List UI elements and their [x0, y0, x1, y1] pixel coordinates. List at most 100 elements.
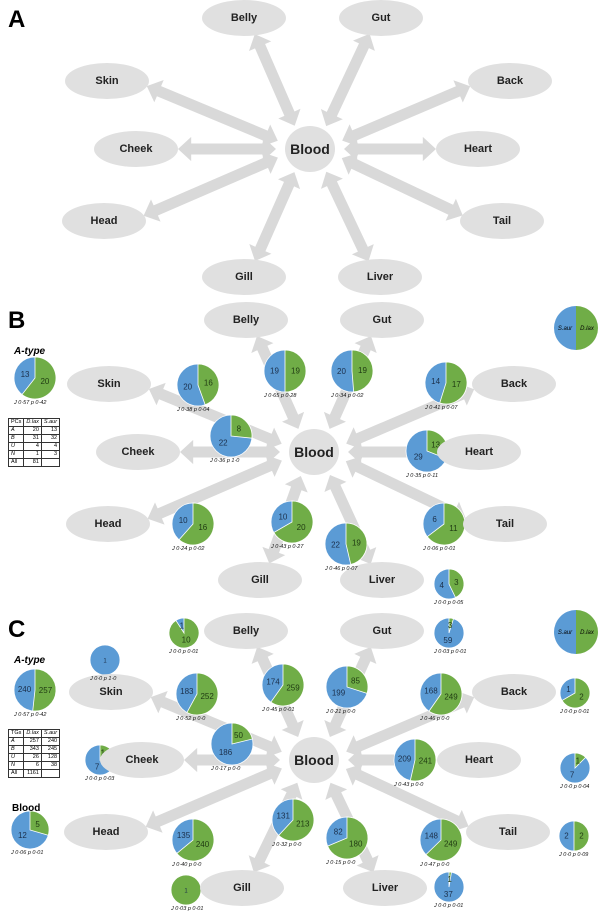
flow-arrow — [145, 762, 282, 833]
pie-stat: J 0·0 p 1·0 — [90, 676, 117, 682]
flow-arrow — [341, 152, 463, 221]
pie-stat: J 0·03 p 0·01 — [434, 649, 467, 655]
pie-slice-green — [425, 818, 463, 862]
pie-label-blue: 199 — [332, 689, 346, 698]
pie-slice-green — [351, 349, 374, 393]
pie-label-blue: 168 — [424, 686, 438, 695]
pie-c-outer-liver: 137 — [433, 871, 465, 903]
panel-label-a: A — [8, 6, 26, 33]
pie-label-green: 17 — [452, 380, 461, 389]
pie-label-green: 19 — [352, 538, 361, 547]
table-cell: 6 — [23, 761, 42, 770]
pie-label-green: 5 — [35, 820, 40, 829]
blood-title-c: Blood — [12, 803, 41, 814]
pie-b-cheek: 822 — [209, 414, 253, 458]
table-cell: N — [7, 761, 25, 770]
table-row: N 6 38 — [7, 761, 61, 770]
pie-stat: J 0·0 p 0·01 — [169, 649, 199, 655]
table-cell — [40, 769, 61, 778]
pie-label-green: 241 — [419, 757, 433, 766]
table-cell: 343 — [23, 745, 42, 754]
pie-label-blue: 19 — [270, 367, 279, 376]
pie-label-blue: 1 — [566, 685, 571, 694]
flow-arrow — [320, 33, 375, 127]
pie-slice-green — [230, 414, 253, 439]
flow-arrow — [249, 34, 301, 126]
pie-stat: J 0·43 p 0·27 — [271, 544, 304, 550]
pie-label-blue: 7 — [570, 770, 575, 779]
pie-label-blue: 20 — [337, 367, 346, 376]
pie-label-green: 11 — [449, 524, 458, 533]
atype-title-c: A-type — [14, 655, 46, 666]
pie-stat: J 0·47 p 0·0 — [420, 862, 450, 868]
pie-stat: J 0·57 p 0·42 — [14, 712, 47, 718]
table-cell: 31 — [23, 434, 42, 443]
table-cell: 32 — [40, 434, 61, 443]
table-header-cell: D.lax — [23, 418, 42, 427]
flow-arrow — [321, 171, 374, 262]
pie-slice-green — [29, 810, 50, 836]
pie-label-blue: 29 — [414, 452, 423, 461]
legend-label-dlax: D.lax — [580, 326, 595, 332]
pie-stat: J 0·65 p 0·28 — [264, 393, 297, 399]
pie-label-blue: 10 — [179, 516, 188, 525]
pie-stat: J 0·41 p 0·07 — [425, 405, 458, 411]
pie-slice-green — [448, 871, 452, 888]
flow-arrow — [342, 80, 471, 147]
table-cell: 13 — [40, 426, 61, 435]
table-row: B 343 245 — [7, 745, 61, 754]
pie-stat: J 0·35 p 0·11 — [406, 473, 439, 479]
flow-arrow — [249, 172, 301, 261]
pie-label-blue: 174 — [266, 677, 280, 686]
legend-slice-blue — [554, 306, 576, 350]
flow-arrow — [146, 80, 278, 147]
node-tail-a: Tail — [460, 203, 544, 239]
table-cell: B — [7, 745, 25, 754]
table-cell — [40, 458, 61, 467]
table-header-row: PCs D.lax S.aur — [7, 418, 61, 427]
node-belly-b: Belly — [204, 302, 288, 338]
table-cell: 1 — [23, 450, 42, 459]
pie-label-green: 20 — [40, 377, 49, 386]
flow-arrow — [147, 454, 282, 525]
node-tail-c: Tail — [466, 814, 550, 850]
table-row: N 1 3 — [7, 450, 61, 459]
pie-label-blue: 22 — [331, 541, 340, 550]
table-cell: A — [7, 737, 25, 746]
panel-label-b: B — [8, 307, 26, 334]
pie-stat: J 0·21 p 0·0 — [326, 709, 356, 715]
pie-label-blue: 14 — [431, 377, 440, 386]
table-header-cell: S.aur — [40, 418, 61, 427]
pie-label-blue: 240 — [18, 685, 32, 694]
table-cell: 245 — [40, 745, 61, 754]
pie-c-outer-back: 21 — [559, 677, 591, 709]
node-liver-c: Liver — [343, 870, 427, 906]
pie-label-green: 85 — [351, 676, 360, 685]
flow-arrow — [348, 439, 437, 465]
flow-arrow — [344, 136, 436, 162]
pie-c-outer-belly: 101 — [168, 617, 200, 649]
pie-label-blue: 22 — [219, 439, 228, 448]
flow-arrow — [345, 763, 469, 832]
pie-label-blue: 186 — [219, 748, 233, 757]
pie-label-blue: 20 — [183, 382, 192, 391]
panel-label-c: C — [8, 616, 26, 643]
pie-label-blue: 1 — [180, 621, 185, 630]
pie-slice-green — [278, 798, 315, 842]
node-cheek-a: Cheek — [94, 131, 178, 167]
pie-label-green: 2 — [579, 832, 584, 841]
pie-slice-green — [439, 361, 468, 405]
pie-stat: J 0·32 p 0·0 — [272, 842, 302, 848]
legend-label-dlax: D.lax — [580, 630, 595, 636]
node-blood-a: Blood — [285, 126, 335, 172]
table-cell: 128 — [40, 753, 61, 762]
table-header-cell: TGs — [7, 729, 25, 738]
